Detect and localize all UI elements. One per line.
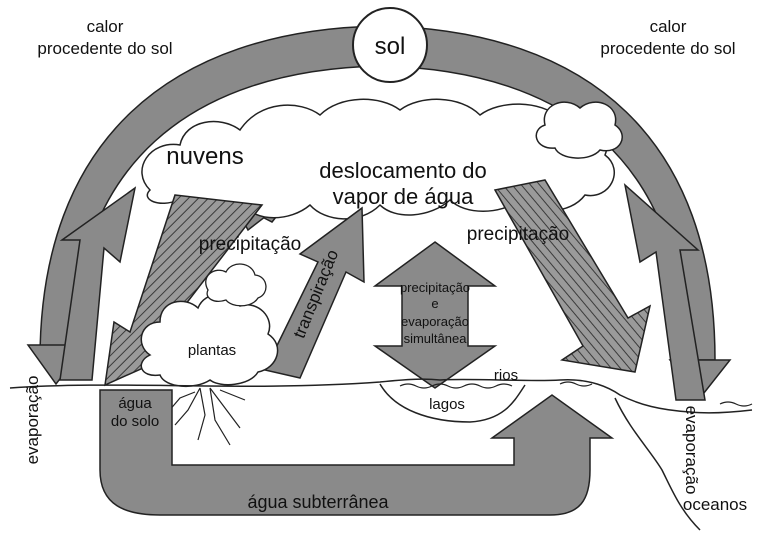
sun-circle: [352, 7, 428, 83]
sun-label: sol: [375, 33, 406, 60]
evaporation-arrow-right: [623, 182, 706, 401]
evaporation-label-right: evaporação: [682, 406, 701, 495]
plants-label: plantas: [188, 342, 236, 359]
ground-surface: [9, 378, 753, 414]
coastline: [614, 397, 701, 531]
heat-label-left-line2: procedente do sol: [37, 39, 172, 58]
plants-treetop: [205, 263, 267, 307]
groundwater-label: água subterrânea: [247, 492, 389, 512]
simultaneous-label-line2: e: [431, 296, 438, 311]
evaporation-arrow-left: [59, 186, 137, 381]
evaporation-label-left: evaporação: [23, 376, 42, 465]
cloud-small-right: [535, 101, 623, 159]
lake-basin: [379, 383, 526, 423]
simultaneous-label-line4: simultânea: [404, 331, 468, 346]
oceans-label: oceanos: [683, 495, 747, 514]
soil-water-label-line1: água: [118, 395, 152, 412]
simultaneous-label-line1: precipitação: [400, 280, 470, 295]
cloud-band: [141, 98, 615, 220]
plant-roots: [167, 387, 246, 446]
precipitation-label-left: precipitação: [199, 234, 301, 255]
simultaneous-double-arrow: [372, 241, 498, 389]
simultaneous-label-line3: evaporação: [401, 314, 469, 329]
lakes-label: lagos: [429, 396, 465, 413]
clouds-label: nuvens: [166, 143, 243, 170]
water-waves: [399, 381, 753, 407]
precipitation-label-right: precipitação: [467, 224, 569, 245]
transpiration-arrow: [263, 206, 365, 379]
groundwater-arrow: [99, 389, 615, 516]
heat-label-left-line1: calor: [87, 17, 124, 36]
vapor-label-line1: deslocamento do: [319, 158, 487, 183]
soil-water-label-line2: do solo: [111, 413, 159, 430]
precipitation-arrow-right: [493, 179, 652, 373]
plants-bush: [140, 293, 279, 387]
heat-label-right-line2: procedente do sol: [600, 39, 735, 58]
heat-label-right-line1: calor: [650, 17, 687, 36]
vapor-label-line2: vapor de água: [333, 184, 474, 209]
rivers-label: rios: [494, 367, 518, 384]
